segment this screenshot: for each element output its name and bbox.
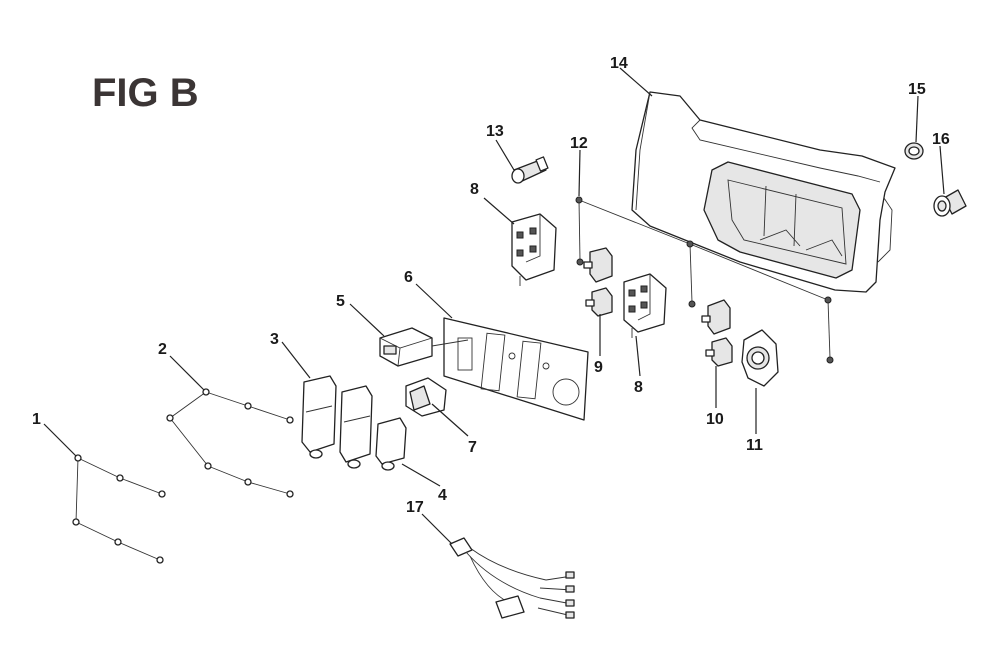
part-12-nuts [575,196,834,364]
part-1-screws [72,454,166,564]
part-14-control-panel-housing [631,91,896,293]
callout-8-lower: 8 [634,379,643,396]
callout-2: 2 [158,341,167,358]
part-8-outlet-upper [511,213,557,286]
callout-3: 3 [270,331,279,348]
callout-6: 6 [404,269,413,286]
part-8-outlet-lower [623,273,667,338]
part-9-circuit-breakers [583,247,613,317]
callout-10: 10 [706,411,724,428]
callout-15: 15 [908,81,926,98]
callout-14: 14 [610,55,628,72]
part-2-screws [166,388,294,498]
callout-17: 17 [406,499,424,516]
part-13-fuse-holder [511,156,549,184]
callout-12: 12 [570,135,588,152]
part-3-outlet-covers [301,375,373,469]
part-6-mounting-plate [443,317,589,421]
callout-8-upper: 8 [470,181,479,198]
callout-labels: 1 2 3 4 5 6 7 8 8 9 10 11 12 13 14 15 16… [32,55,950,516]
callout-1: 1 [32,411,41,428]
part-15-grommet [904,142,924,160]
part-16-outlet-cap [933,189,967,217]
part-5-hour-meter [379,327,469,367]
callout-11: 11 [746,437,763,454]
leader-lines [43,67,945,545]
figure-title: FIG B [92,71,199,115]
callout-7: 7 [468,439,477,456]
callout-13: 13 [486,123,504,140]
part-10-circuit-breakers [701,299,733,367]
part-11-twist-lock-outlet [741,329,779,387]
callout-16: 16 [932,131,950,148]
part-4-outlet-cover [375,417,407,471]
callout-9: 9 [594,359,603,376]
part-7-rocker-switch [405,377,447,417]
callout-5: 5 [336,293,345,310]
part-17-wiring-harness [449,537,575,619]
callout-4: 4 [438,487,447,504]
